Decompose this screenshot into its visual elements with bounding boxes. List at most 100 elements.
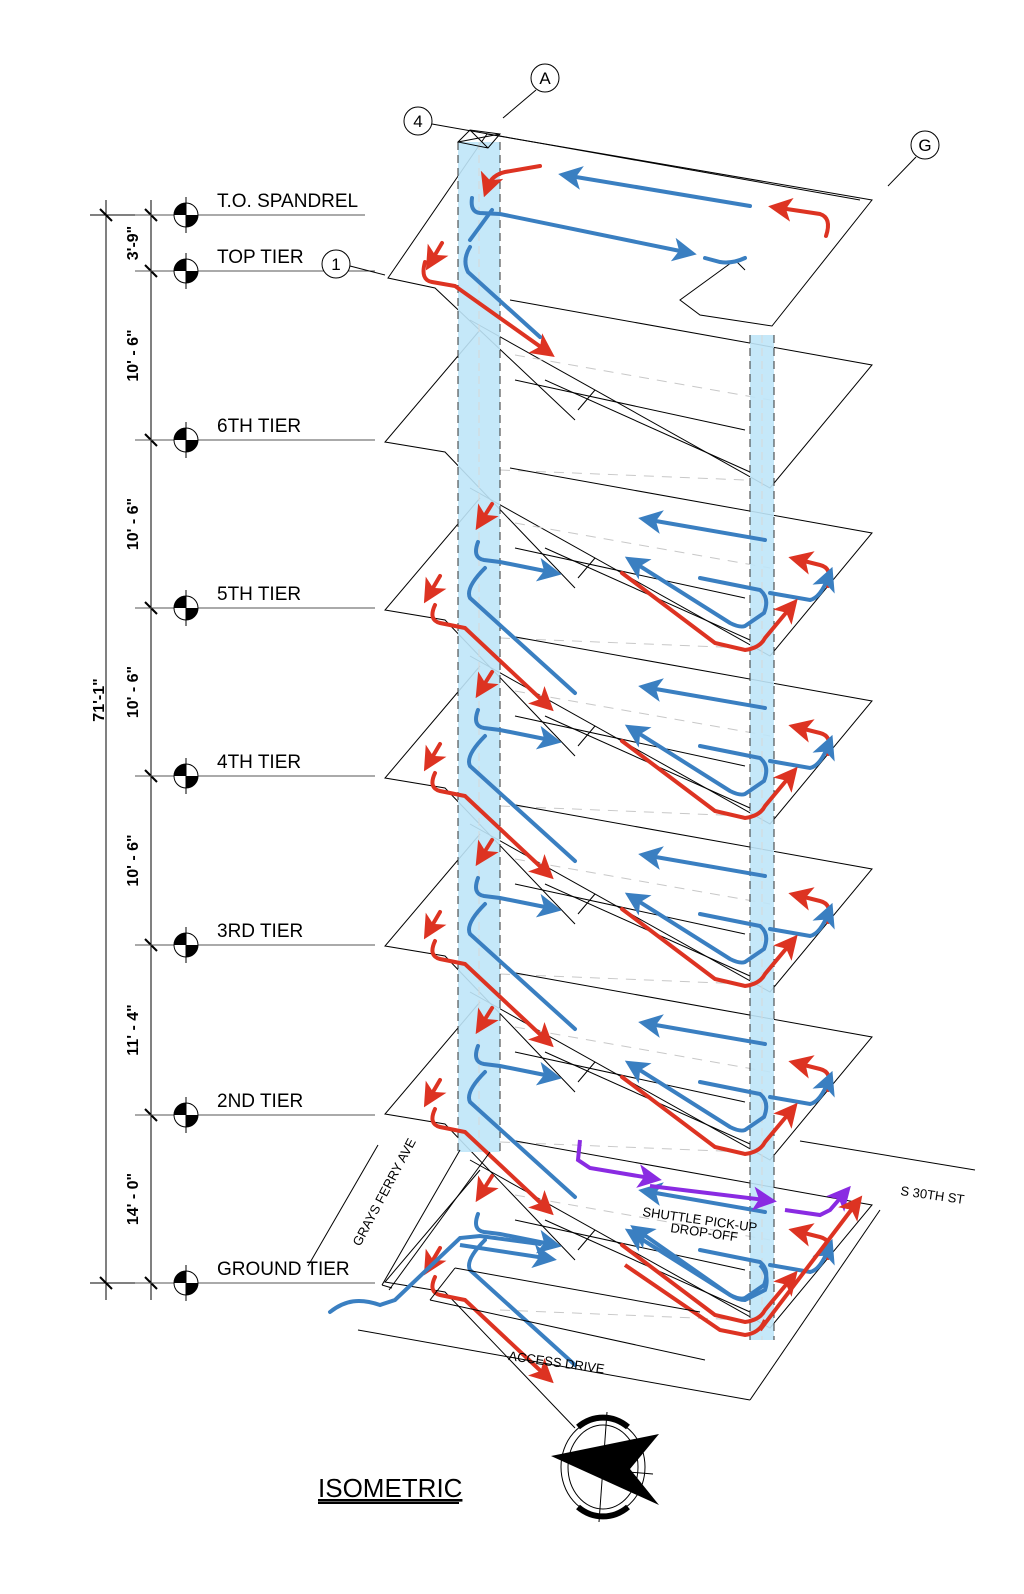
street-label-s30th: S 30TH ST (900, 1183, 966, 1207)
inbound-arrow (768, 734, 835, 771)
level-label: 3RD TIER (217, 921, 303, 942)
outbound-arrow (423, 910, 447, 940)
shuttle-arrow-3 (784, 1185, 851, 1218)
svg-text:4: 4 (413, 112, 422, 131)
outbound-arrow (430, 1107, 554, 1216)
inbound-arrow (474, 540, 562, 582)
floor-plate (384, 1139, 873, 1429)
inbound-arrow (469, 196, 697, 262)
outbound-arrow (620, 739, 798, 821)
level-marker: 4TH TIER (135, 752, 375, 794)
outbound-arrow (425, 241, 449, 271)
column-grid-4-a (456, 129, 501, 1152)
inbound-arrow (768, 1070, 835, 1107)
drawing-title: ISOMETRIC (318, 1473, 462, 1503)
inbound-arrow (703, 256, 747, 265)
segment-dimension-label: 10' - 6" (125, 666, 142, 718)
level-marker: 5TH TIER (135, 584, 375, 626)
level-label: 5TH TIER (217, 584, 301, 605)
tier-flow (421, 164, 830, 357)
grid-bubble-g: G (887, 130, 940, 187)
grid-bubble-4: 4 (403, 106, 861, 201)
level-label: GROUND TIER (217, 1259, 350, 1280)
inbound-arrow (624, 556, 769, 629)
shuttle-arrow-2 (649, 1184, 777, 1211)
circulation-arrows (421, 164, 835, 1384)
grid-bubble-a: A (502, 63, 560, 119)
level-label: 4TH TIER (217, 752, 301, 773)
outbound-arrow (430, 771, 554, 880)
outbound-arrow (620, 571, 798, 653)
dimension-strings: 71'-1" 3'-9"10' - 6"10' - 6"10' - 6"10' … (90, 200, 160, 1300)
outbound-arrow (475, 1174, 499, 1203)
segment-dimension-label: 14' - 0" (125, 1173, 142, 1225)
grid-bubbles: A 4 G 1 (321, 63, 940, 279)
level-marker: TOP TIER (135, 247, 375, 289)
outbound-arrow (430, 1275, 554, 1384)
outbound-arrow (430, 603, 554, 712)
level-marker: 2ND TIER (135, 1091, 375, 1133)
inbound-arrow (638, 1014, 767, 1046)
north-arrow-icon (551, 1411, 659, 1523)
outbound-arrow (475, 502, 499, 531)
outbound-arrow (768, 197, 830, 238)
level-label: 2ND TIER (217, 1091, 303, 1112)
inbound-arrow (467, 566, 577, 695)
level-marker: GROUND TIER (135, 1259, 375, 1301)
inbound-arrow (624, 1060, 769, 1133)
outbound-arrow (423, 742, 447, 772)
grid-bubble-1: 1 (321, 249, 386, 279)
segment-dimension-label: 11' - 4" (125, 1004, 142, 1055)
inbound-arrow (474, 708, 562, 750)
level-label: 6TH TIER (217, 416, 301, 437)
level-marker: 3RD TIER (135, 921, 375, 963)
tier-flow (423, 502, 835, 712)
outbound-arrow (423, 574, 447, 604)
outbound-arrow (475, 670, 499, 699)
ground-tier-flow (623, 1225, 769, 1338)
outbound-arrow (620, 1243, 798, 1325)
inbound-arrow (468, 208, 494, 242)
segment-dimension-label: 3'-9" (125, 226, 142, 261)
outbound-arrow (423, 1078, 447, 1108)
exit-arrow (758, 1195, 863, 1332)
segment-dimension-label: 10' - 6" (125, 329, 142, 381)
svg-text:A: A (539, 69, 551, 88)
inbound-arrow (768, 1238, 835, 1275)
entry-arrow (459, 1243, 557, 1269)
outbound-arrow (475, 1006, 499, 1035)
outbound-arrow (475, 838, 499, 867)
outbound-arrow (620, 1075, 798, 1157)
inbound-arrow (558, 166, 752, 208)
inbound-arrow (467, 734, 577, 863)
segment-dimension-label: 10' - 6" (125, 834, 142, 886)
inbound-arrow (638, 846, 767, 878)
entry-arrow-path (328, 1233, 542, 1314)
inbound-arrow (768, 566, 835, 603)
outbound-arrow (430, 939, 554, 1048)
street-label-grays-ferry: GRAYS FERRY AVE (349, 1135, 419, 1248)
inbound-arrow (467, 902, 577, 1031)
outbound-arrow (421, 260, 555, 357)
inbound-arrow (463, 245, 542, 339)
outbound-arrow (423, 1246, 447, 1276)
level-marker: T.O. SPANDREL (135, 191, 365, 233)
ground-context: GRAYS FERRY AVE S 30TH ST ACCESS DRIVE S… (307, 1135, 976, 1401)
inbound-arrow (624, 724, 769, 797)
inbound-arrow (638, 510, 767, 542)
inbound-arrow (467, 1238, 577, 1367)
level-label: TOP TIER (217, 247, 304, 268)
outbound-arrow (480, 164, 542, 198)
level-marker: 6TH TIER (135, 416, 375, 458)
inbound-arrow (768, 902, 835, 939)
inbound-arrow (474, 1044, 562, 1086)
overall-dimension-label: 71'-1" (91, 678, 108, 721)
shuttle-arrow-1 (575, 1139, 662, 1188)
tier-flow (423, 838, 835, 1048)
columns (456, 129, 775, 1340)
level-markers: T.O. SPANDREL TOP TIER 6TH TIER 5TH TIER 4TH… (135, 191, 375, 1301)
inbound-arrow (624, 892, 769, 965)
inbound-arrow (474, 876, 562, 918)
level-label: T.O. SPANDREL (217, 191, 358, 212)
